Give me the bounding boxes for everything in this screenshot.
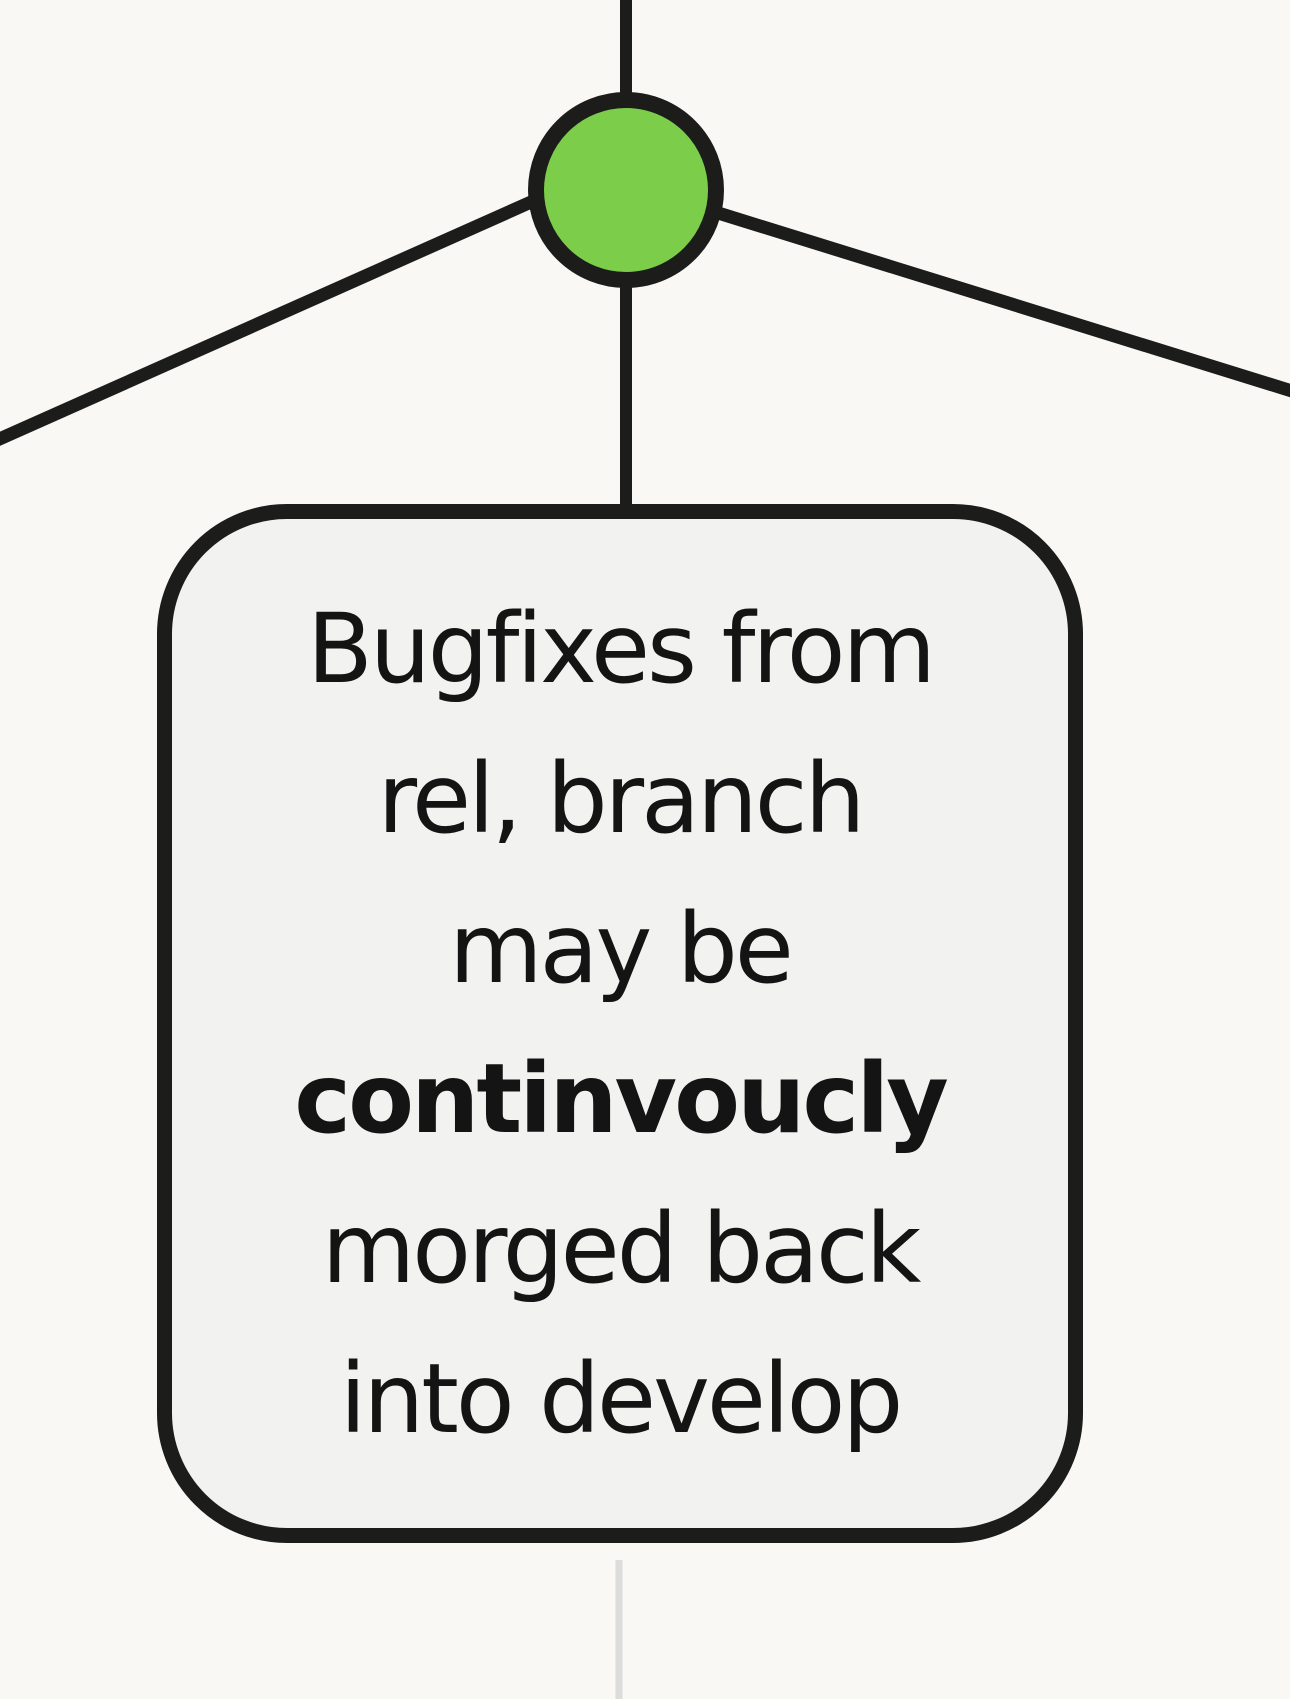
note-line: may be (449, 892, 794, 1005)
note-line: Bugfixes from (307, 592, 936, 705)
note-box: Bugfixes from rel, branch may be continv… (157, 504, 1083, 1543)
note-line-bold: continvoucly (294, 1042, 949, 1155)
note-line: rel, branch (377, 742, 866, 855)
edge-right (713, 205, 1290, 398)
edge-left (0, 192, 543, 446)
note-line: morged back (321, 1192, 922, 1305)
commit-node[interactable] (528, 92, 724, 288)
note-line: into develop (339, 1342, 904, 1455)
